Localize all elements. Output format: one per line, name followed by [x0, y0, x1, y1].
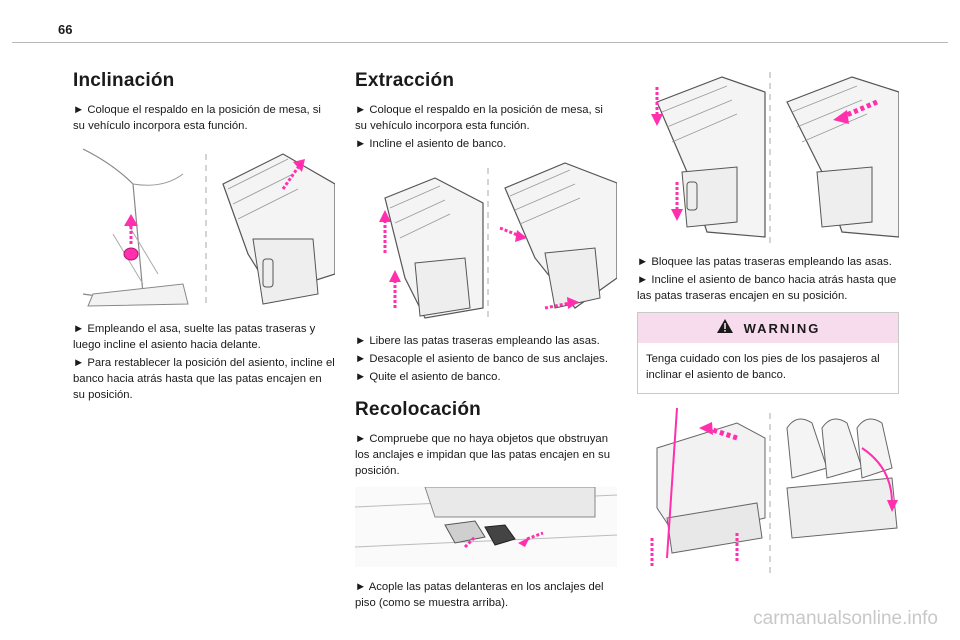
step-text: ► Desacople el asiento de banco de sus a… — [355, 353, 608, 365]
step-text: ► Incline el asiento de banco hacia atrá… — [637, 274, 897, 302]
section-inclinacion: Inclinación ► Coloque el respaldo en la … — [73, 70, 335, 405]
step-text: ► Para restablecer la posición del asien… — [73, 357, 335, 401]
step-text: ► Bloquee las patas traseras empleando l… — [637, 256, 892, 268]
illustration-tilt-seat — [73, 144, 335, 309]
illustration-lock-legs — [637, 72, 899, 244]
illustration-remove-seat — [355, 158, 617, 323]
step-text: ► Libere las patas traseras empleando la… — [355, 335, 600, 347]
step-text: ► Acople las patas delanteras en los anc… — [355, 581, 604, 609]
page-number: 66 — [58, 22, 73, 37]
section-title-inclinacion: Inclinación — [73, 70, 175, 91]
step-text: ► Compruebe que no haya objetos que obst… — [355, 433, 610, 477]
watermark: carmanualsonline.info — [753, 608, 938, 629]
step-text: ► Incline el asiento de banco. — [355, 138, 507, 150]
warning-header: WARNING — [638, 313, 898, 343]
warning-box: WARNING Tenga cuidado con los pies de lo… — [637, 312, 899, 394]
step-text: ► Coloque el respaldo en la posición de … — [355, 104, 603, 132]
illustration-seat-tilt-back — [637, 408, 899, 573]
step-text: ► Quite el asiento de banco. — [355, 371, 501, 383]
section-lock-seat: ► Bloquee las patas traseras empleando l… — [637, 72, 899, 573]
warning-title: WARNING — [743, 320, 821, 336]
warning-text: Tenga cuidado con los pies de los pasaje… — [646, 353, 880, 381]
section-title-extraccion: Extracción — [355, 70, 455, 91]
section-extraccion: Extracción ► Coloque el respaldo en la p… — [355, 70, 617, 613]
illustration-floor-anchors — [355, 487, 617, 567]
step-text: ► Coloque el respaldo en la posición de … — [73, 104, 321, 132]
warning-triangle-icon — [716, 318, 734, 339]
section-title-recolocacion: Recolocación — [355, 399, 481, 420]
header-divider — [12, 42, 948, 43]
step-text: ► Empleando el asa, suelte las patas tra… — [73, 323, 316, 351]
